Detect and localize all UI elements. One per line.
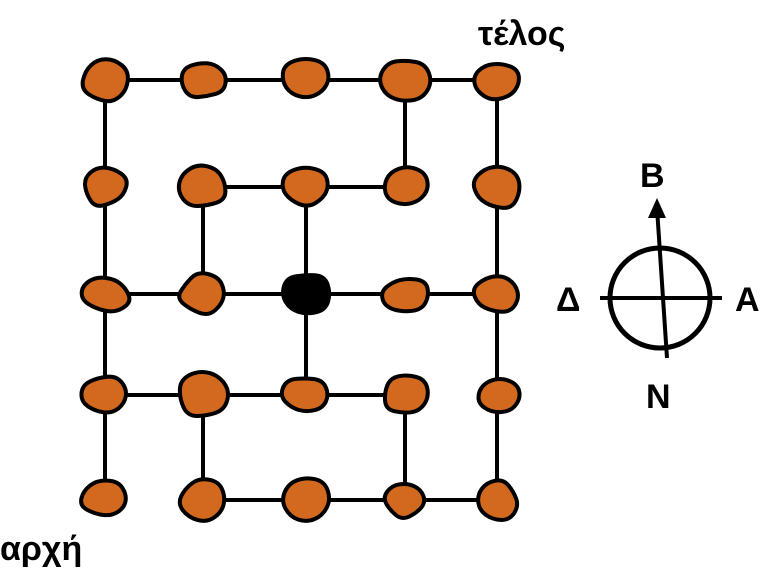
stone-node xyxy=(79,374,128,415)
stone-node xyxy=(472,61,521,102)
compass-rose: Β Ν Δ Α xyxy=(556,157,760,416)
stone-node xyxy=(177,370,231,418)
stone-node xyxy=(281,476,332,523)
stone-node xyxy=(382,481,427,520)
end-label: τέλος xyxy=(478,15,565,53)
stone-node xyxy=(380,276,430,314)
stone-node xyxy=(378,58,433,103)
stone-node xyxy=(280,56,331,100)
stone-node xyxy=(79,478,128,518)
stone-node xyxy=(279,376,330,414)
stone-node xyxy=(382,165,430,207)
black-stone xyxy=(281,273,332,316)
stone-node xyxy=(79,275,132,314)
stone-node xyxy=(176,163,228,208)
stone-nodes xyxy=(79,56,522,523)
stone-node xyxy=(179,61,228,100)
stone-node xyxy=(471,164,522,210)
compass-east-label: Α xyxy=(735,281,760,319)
stone-node xyxy=(476,478,520,522)
compass-north-label: Β xyxy=(640,157,665,195)
start-label: αρχή xyxy=(0,530,82,568)
stone-node xyxy=(177,477,227,523)
stone-node xyxy=(280,165,330,208)
stone-node xyxy=(471,274,520,314)
stone-node xyxy=(382,373,430,415)
stone-node xyxy=(476,377,522,415)
compass-vertical-axis xyxy=(655,207,669,359)
stone-node xyxy=(80,57,130,104)
compass-west-label: Δ xyxy=(556,281,580,319)
north-arrow-icon xyxy=(648,198,666,218)
compass-south-label: Ν xyxy=(646,378,671,416)
stone-node xyxy=(177,271,226,317)
stone-node xyxy=(82,165,129,208)
